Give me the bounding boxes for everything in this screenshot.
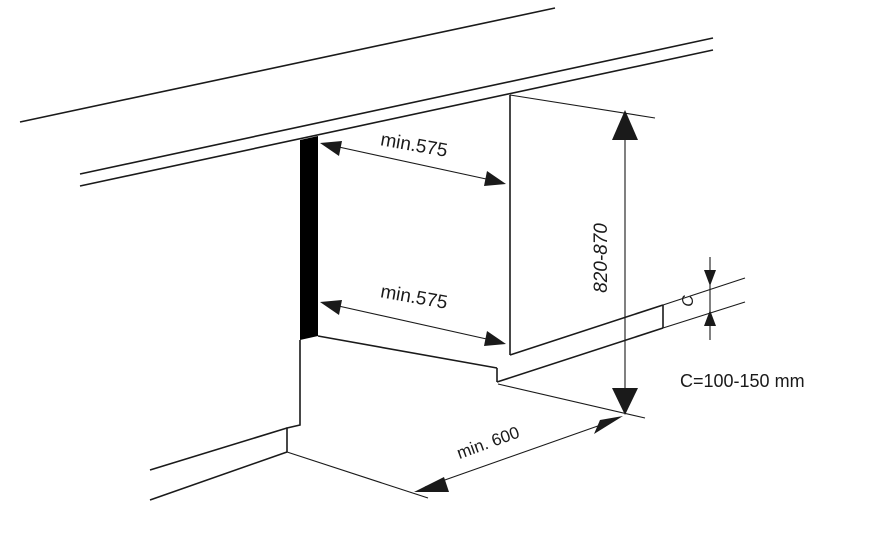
width-bottom-arrow-left bbox=[320, 300, 342, 315]
width-top-arrow-right bbox=[484, 171, 506, 186]
depth-arrow-right bbox=[594, 416, 623, 434]
width-bottom-dimension bbox=[320, 300, 506, 346]
width-bottom-arrow-right bbox=[484, 331, 506, 346]
plinth-dimension bbox=[704, 257, 716, 340]
extension-lines bbox=[286, 94, 746, 499]
left-cabinet bbox=[149, 340, 301, 501]
width-bottom-label: min.575 bbox=[379, 281, 449, 313]
height-arrow-top bbox=[612, 110, 638, 140]
plinth-arrow-top bbox=[704, 270, 716, 286]
width-top-arrow-left bbox=[320, 141, 342, 156]
height-dimension bbox=[612, 110, 638, 415]
height-label: 820-870 bbox=[591, 223, 612, 293]
worktop bbox=[19, 7, 714, 187]
height-arrow-bottom bbox=[612, 388, 638, 415]
width-top-label: min.575 bbox=[379, 129, 449, 161]
depth-dimension bbox=[414, 416, 623, 492]
plinth-arrow-bottom bbox=[704, 310, 716, 326]
depth-arrow-left bbox=[414, 477, 449, 492]
side-panel bbox=[300, 136, 318, 340]
plinth-note: C=100-150 mm bbox=[680, 371, 805, 391]
niche-outline bbox=[317, 95, 664, 383]
plinth-label: C bbox=[680, 295, 697, 307]
width-top-dimension bbox=[320, 141, 506, 186]
